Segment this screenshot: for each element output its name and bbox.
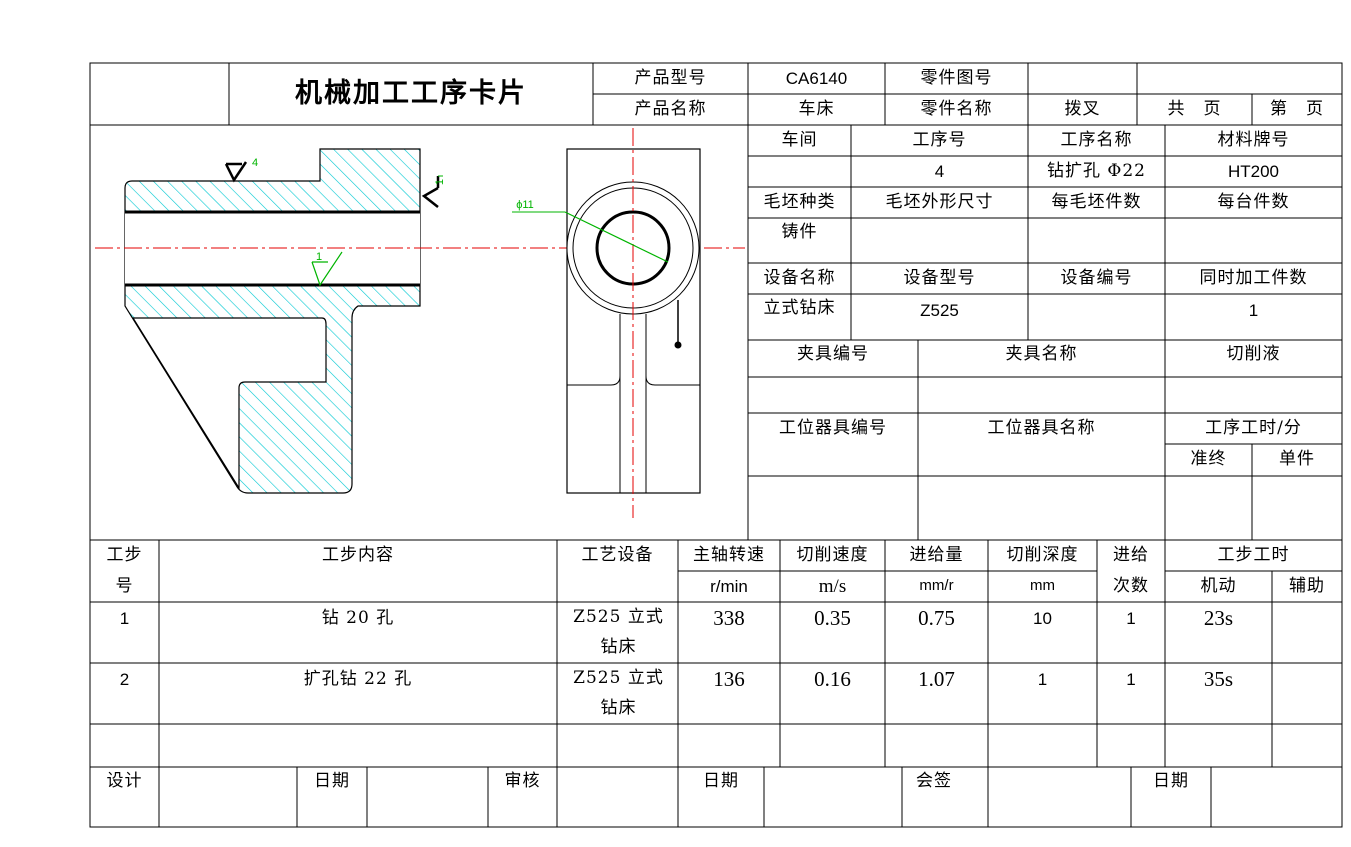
blank-type-label: 毛坯种类 xyxy=(763,191,836,212)
step-time-label: 工步工时 xyxy=(1217,544,1290,565)
step-2-content: 扩孔钻 22 孔 xyxy=(303,669,413,689)
step-1-feed: 0.75 xyxy=(918,606,955,630)
simul-label: 同时加工件数 xyxy=(1199,267,1308,288)
roughness-label-2: 1 xyxy=(434,178,447,186)
blank-type: 铸件 xyxy=(781,222,818,242)
op-no-label: 工序号 xyxy=(912,129,967,150)
step-1-depth: 10 xyxy=(1033,609,1052,628)
step-2-feed: 1.07 xyxy=(918,667,955,691)
step-equip-label: 工艺设备 xyxy=(581,545,654,565)
step-2-spindle: 136 xyxy=(713,667,745,691)
review-date-label: 日期 xyxy=(703,771,739,791)
page-number: 第 页 xyxy=(1270,98,1324,119)
depth-label: 切削深度 xyxy=(1006,544,1079,565)
passes-label-2: 次数 xyxy=(1113,575,1149,596)
step-1-no: 1 xyxy=(119,609,130,628)
section-cutout xyxy=(131,317,327,491)
machine-time-label: 机动 xyxy=(1200,575,1237,596)
passes-label-1: 进给 xyxy=(1113,544,1149,565)
step-2-machine-time: 35s xyxy=(1203,667,1234,691)
review-label: 审核 xyxy=(504,771,541,791)
hole-dimension: ϕ11 xyxy=(516,199,534,212)
op-name: 钻扩孔 Φ22 xyxy=(1047,160,1146,181)
fixture-no-label: 夹具编号 xyxy=(797,344,869,364)
simul-count: 1 xyxy=(1248,301,1259,320)
speed-label: 切削速度 xyxy=(796,544,869,565)
step-2-equip: Z525 立式钻床 xyxy=(573,668,664,718)
op-time-label: 工序工时/分 xyxy=(1205,417,1302,438)
part-drawing-no-label: 零件图号 xyxy=(920,67,993,88)
prep-time-label: 准终 xyxy=(1190,449,1227,470)
equip-name: 立式钻床 xyxy=(763,298,836,318)
product-name: 车床 xyxy=(798,98,835,119)
card-title: 机械加工工序卡片 xyxy=(295,78,527,110)
per-blank-label: 每毛坯件数 xyxy=(1051,191,1142,212)
step-content-label: 工步内容 xyxy=(322,545,394,565)
countersign-date-label: 日期 xyxy=(1153,771,1189,791)
dimension-leader xyxy=(564,211,669,263)
step-1-machine-time: 23s xyxy=(1203,606,1234,630)
equip-model-label: 设备型号 xyxy=(903,267,976,288)
step-2-no: 2 xyxy=(119,670,130,689)
material: HT200 xyxy=(1227,161,1280,181)
roughness-label-3: 1 xyxy=(315,251,323,264)
step-1-spindle: 338 xyxy=(713,606,745,630)
total-pages: 共 页 xyxy=(1167,98,1222,119)
station-no-label: 工位器具编号 xyxy=(779,418,887,438)
speed-unit: m/s xyxy=(818,575,847,597)
spindle-unit: r/min xyxy=(710,576,748,596)
product-name-label: 产品名称 xyxy=(634,98,707,119)
equip-no-label: 设备编号 xyxy=(1060,267,1133,288)
step-2-depth: 1 xyxy=(1037,670,1048,689)
step-2-speed: 0.16 xyxy=(814,667,851,691)
equip-model: Z525 xyxy=(920,301,959,320)
feed-label: 进给量 xyxy=(909,544,964,565)
design-label: 设计 xyxy=(106,771,143,791)
op-name-label: 工序名称 xyxy=(1060,129,1133,150)
step-no-label-2: 号 xyxy=(115,575,134,596)
part-name: 拨叉 xyxy=(1064,98,1101,119)
equip-name-label: 设备名称 xyxy=(763,267,836,288)
fixture-name-label: 夹具名称 xyxy=(1005,344,1078,364)
op-no: 4 xyxy=(934,161,945,181)
spindle-label: 主轴转速 xyxy=(693,544,765,565)
countersign-label: 会签 xyxy=(916,771,952,791)
design-date-label: 日期 xyxy=(314,771,350,791)
roughness-label-1: 4 xyxy=(251,157,259,170)
coolant-label: 切削液 xyxy=(1226,344,1281,364)
step-1-equip: Z525 立式钻床 xyxy=(573,607,664,657)
unit-time-label: 单件 xyxy=(1279,449,1315,470)
step-1-speed: 0.35 xyxy=(814,606,851,630)
step-no-label-1: 工步 xyxy=(106,544,143,565)
part-name-label: 零件名称 xyxy=(920,98,993,119)
step-1-passes: 1 xyxy=(1126,609,1136,628)
feed-unit: mm/r xyxy=(919,577,954,595)
product-model: CA6140 xyxy=(785,68,848,88)
product-model-label: 产品型号 xyxy=(634,67,707,88)
per-machine-label: 每台件数 xyxy=(1217,191,1290,212)
station-name-label: 工位器具名称 xyxy=(987,418,1096,438)
depth-unit: mm xyxy=(1030,577,1055,595)
blank-size-label: 毛坯外形尺寸 xyxy=(885,191,994,212)
workshop-label: 车间 xyxy=(781,129,818,150)
aux-time-label: 辅助 xyxy=(1289,575,1325,596)
step-2-passes: 1 xyxy=(1126,670,1136,689)
material-label: 材料牌号 xyxy=(1217,129,1290,150)
step-1-content: 钻 20 孔 xyxy=(321,608,395,628)
